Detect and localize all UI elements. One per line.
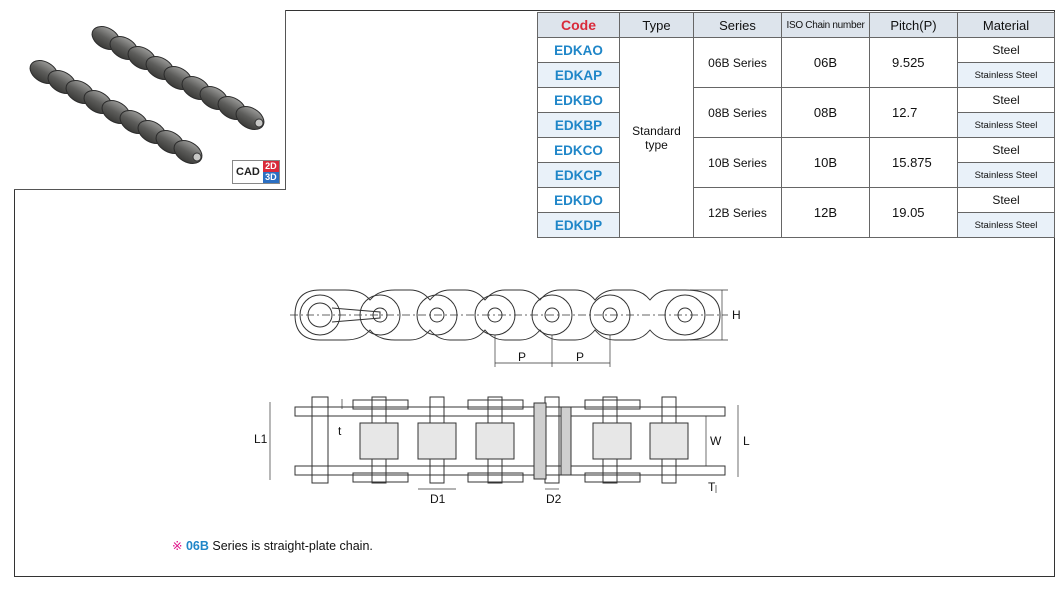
table-row: EDKAO Standard type 06B Series 06B 9.525… [537,37,1055,238]
iso-cell: 10B [781,137,870,188]
table-header-row: Code Type Series ISO Chain number Pitch(… [537,12,1055,38]
header-iso: ISO Chain number [781,12,870,38]
table-row: EDKCO 10B Series 10B 15.875 Steel [537,137,1055,188]
code-cell[interactable]: EDKBO [537,87,620,113]
table-row: EDKDP Stainless Steel [537,212,1055,238]
code-cell[interactable]: EDKBP [537,112,620,138]
header-code: Code [537,12,620,38]
series-cell: 10B Series [693,137,782,188]
material-cell: Stainless Steel [957,62,1055,88]
code-cell[interactable]: EDKAP [537,62,620,88]
pitch-cell: 15.875 [869,137,958,188]
code-cell[interactable]: EDKDP [537,212,620,238]
material-cell: Steel [957,37,1055,63]
chain-pin [192,152,202,162]
code-cell[interactable]: EDKDO [537,187,620,213]
material-cell: Stainless Steel [957,212,1055,238]
table-row: EDKDO 12B Series 12B 19.05 Steel [537,187,1055,238]
cad-2d-3d-badge[interactable]: CAD 2D 3D [232,160,280,184]
table-row: EDKCP Stainless Steel [537,162,1055,188]
dim-w-label: W [710,434,722,448]
code-cell[interactable]: EDKAO [537,37,620,63]
content-frame [14,10,1055,577]
chain-dimension-drawing: H P P L1 t W L T D1 D2 [254,289,750,506]
iso-cell: 08B [781,87,870,138]
table-row: EDKBO 08B Series 08B 12.7 Steel [537,87,1055,138]
header-material: Material [957,12,1055,38]
code-cell[interactable]: EDKCP [537,162,620,188]
chain-pin [254,118,264,128]
dim-h-label: H [732,308,741,322]
dim-t-small-label: t [338,424,342,438]
dim-p-label-2: P [576,350,584,364]
spec-table: Code Type Series ISO Chain number Pitch(… [537,12,1055,238]
dim-l-label: L [743,434,750,448]
header-pitch: Pitch(P) [869,12,958,38]
series-cell: 12B Series [693,187,782,238]
dim-d1-label: D1 [430,492,446,506]
material-cell: Stainless Steel [957,112,1055,138]
side-view-outline [294,289,721,341]
pitch-cell: 9.525 [869,37,958,88]
header-series: Series [693,12,782,38]
material-cell: Stainless Steel [957,162,1055,188]
cad-label: CAD [236,166,260,178]
3d-label: 3D [262,172,279,183]
note-highlight: 06B [185,539,209,553]
dim-t-big-label: T [708,480,716,494]
pitch-cell: 19.05 [869,187,958,238]
table-row: EDKAP Stainless Steel [537,62,1055,88]
type-cell: Standard type [619,37,694,238]
2d-label: 2D [262,161,279,172]
roller-chain-photo [29,26,265,164]
header-type: Type [619,12,694,38]
series-cell: 08B Series [693,87,782,138]
table-row: EDKBP Stainless Steel [537,112,1055,138]
note-text: Series is straight-plate chain. [208,539,373,553]
code-cell[interactable]: EDKCO [537,137,620,163]
pitch-cell: 12.7 [869,87,958,138]
material-cell: Steel [957,137,1055,163]
reference-mark: ※ [172,539,183,553]
material-cell: Steel [957,87,1055,113]
dim-p-label-1: P [518,350,526,364]
iso-cell: 06B [781,37,870,88]
dim-d2-label: D2 [546,492,562,506]
iso-cell: 12B [781,187,870,238]
material-cell: Steel [957,187,1055,213]
footnote: ※ 06B Series is straight-plate chain. [172,538,373,553]
dim-l1-label: L1 [254,432,268,446]
series-cell: 06B Series [693,37,782,88]
